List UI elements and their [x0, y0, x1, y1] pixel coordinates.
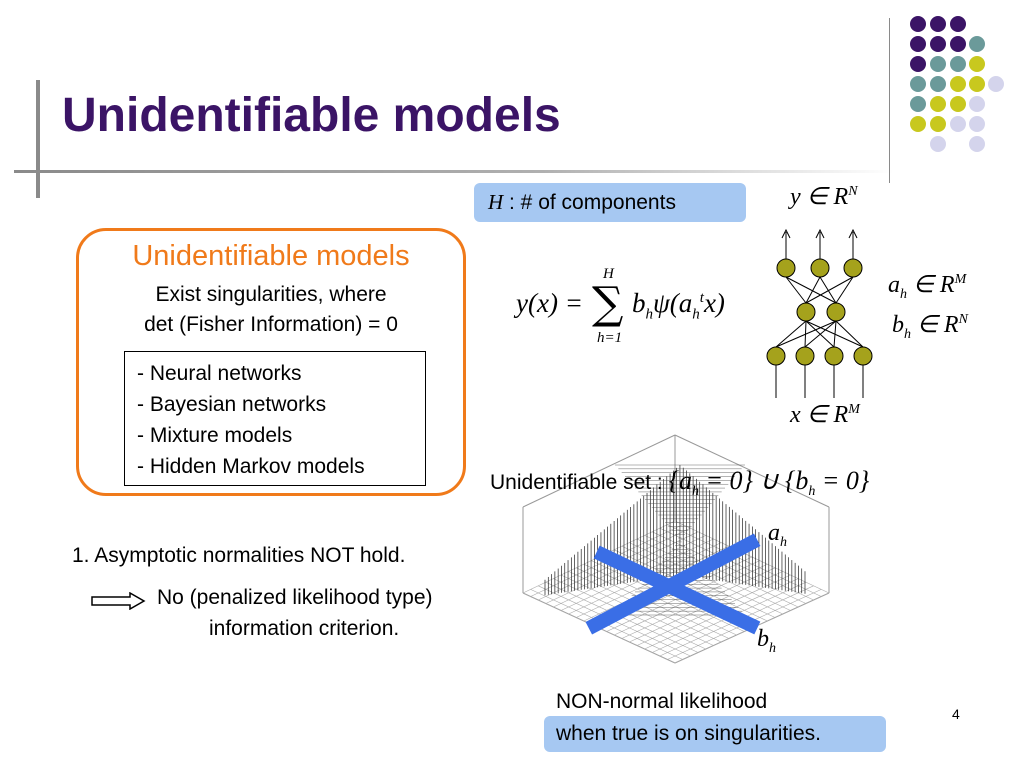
formula-sum-bottom: h=1 — [597, 330, 623, 346]
decorative-dot — [969, 36, 985, 52]
slide-title: Unidentifiable models — [62, 89, 561, 142]
connection — [785, 276, 837, 304]
decorative-dot — [950, 96, 966, 112]
title-vertical-rule — [36, 80, 40, 198]
network-node — [776, 258, 796, 278]
point-asymptotic-normality: 1. Asymptotic normalities NOT hold. — [72, 544, 406, 567]
mesh-line — [614, 549, 768, 622]
page-number: 4 — [952, 706, 960, 722]
network-node — [795, 346, 815, 366]
panel-line-2: det (Fisher Information) = 0 — [144, 313, 398, 336]
components-symbol: H — [488, 190, 504, 214]
connection — [835, 320, 864, 348]
surface-b-axis-label: bh — [757, 626, 776, 656]
components-text: : # of components — [503, 191, 676, 214]
decorative-dot — [950, 16, 966, 32]
decorative-dot — [950, 116, 966, 132]
mesh-line — [636, 538, 791, 611]
panel-line-1: Exist singularities, where — [155, 283, 387, 306]
decorative-dot — [910, 36, 926, 52]
formula-body: bhψ(ahtx) — [632, 288, 725, 323]
decorative-dot — [969, 136, 985, 152]
decorative-dot — [930, 76, 946, 92]
list-item: - Mixture models — [137, 424, 293, 447]
network-node — [843, 258, 863, 278]
connection — [805, 276, 854, 304]
decorative-dot — [950, 36, 966, 52]
connection — [775, 320, 807, 348]
corner-vertical-rule — [889, 18, 890, 183]
decorative-dot — [910, 56, 926, 72]
connection — [785, 276, 807, 304]
point-no-criterion-line1: No (penalized likelihood type) — [157, 586, 433, 609]
decorative-dot — [969, 96, 985, 112]
decorative-dot — [930, 16, 946, 32]
point-no-criterion-line2: information criterion. — [209, 617, 400, 640]
implies-arrow-icon — [91, 592, 146, 610]
decorative-dot — [950, 56, 966, 72]
connection — [805, 320, 835, 348]
network-node — [766, 346, 786, 366]
connection — [819, 276, 837, 304]
connection — [804, 320, 807, 348]
decorative-dot — [910, 76, 926, 92]
surface-box-edge — [522, 434, 676, 508]
decorative-dot — [930, 56, 946, 72]
arrow-head — [848, 228, 858, 239]
network-node — [824, 346, 844, 366]
decorative-dot — [930, 116, 946, 132]
mesh-line — [659, 527, 814, 601]
decorative-dot — [930, 36, 946, 52]
list-item: - Hidden Markov models — [137, 455, 365, 478]
arrow-head — [781, 228, 791, 239]
likelihood-note-highlight — [544, 716, 886, 752]
decorative-dot — [910, 16, 926, 32]
decorative-dot — [969, 76, 985, 92]
decorative-dot — [969, 56, 985, 72]
decorative-dot — [969, 116, 985, 132]
neural-network-diagram — [766, 228, 873, 398]
list-item: - Neural networks — [137, 362, 302, 385]
surface-a-axis-label: ah — [768, 520, 787, 550]
formula-lhs: y(x) = — [516, 288, 583, 318]
network-node — [853, 346, 873, 366]
decorative-dot — [950, 76, 966, 92]
likelihood-note-line1: NON-normal likelihood — [556, 690, 768, 713]
network-node — [796, 302, 816, 322]
decorative-dot — [930, 96, 946, 112]
a-parameter-label: ah ∈ RM — [888, 272, 967, 302]
list-item: - Bayesian networks — [137, 393, 327, 416]
unidentifiable-models-panel — [76, 228, 466, 496]
network-node — [826, 302, 846, 322]
singular-line-a — [585, 533, 761, 635]
formula-sum-top: H — [603, 266, 614, 282]
panel-heading: Unidentifiable models — [132, 240, 410, 272]
b-parameter-label: bh ∈ RN — [892, 312, 968, 342]
likelihood-note-line2: when true is on singularities. — [556, 722, 821, 745]
output-space-label: y ∈ RN — [790, 184, 858, 210]
model-list-box — [124, 351, 426, 486]
surface-box-edge — [674, 434, 830, 508]
decorative-dot — [988, 76, 1004, 92]
likelihood-surface-plot — [522, 434, 830, 664]
connection — [805, 320, 864, 348]
connection — [835, 276, 854, 304]
decorative-dot — [910, 96, 926, 112]
decorative-dot — [910, 116, 926, 132]
connection — [805, 276, 821, 304]
decorative-dot — [930, 136, 946, 152]
components-note: H : # of components — [474, 183, 746, 222]
singular-line-b — [593, 545, 761, 635]
summation-icon: ∑ — [592, 278, 624, 329]
unidentifiable-set-line: Unidentifiable set : {ah = 0} ∪ {bh = 0} — [490, 466, 870, 500]
input-space-label: x ∈ RM — [790, 402, 860, 428]
network-node — [810, 258, 830, 278]
decorative-dot-grid — [0, 0, 1024, 170]
title-horizontal-rule — [14, 170, 894, 173]
arrow-head — [815, 228, 825, 239]
